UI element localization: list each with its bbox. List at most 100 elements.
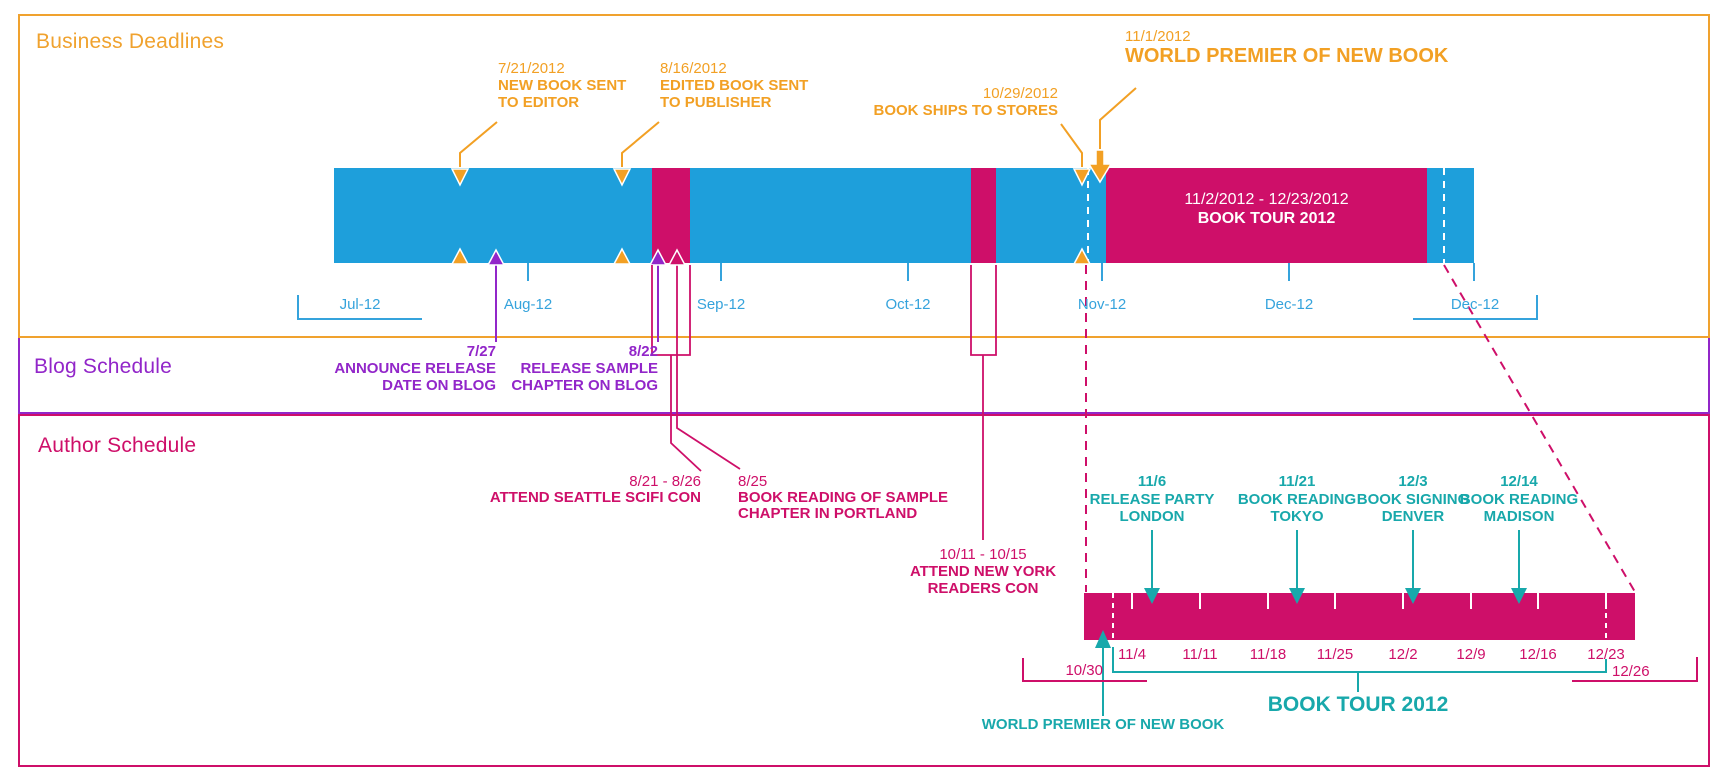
- marker-11-1-arrow[interactable]: [1087, 149, 1113, 184]
- milestone-date: 7/21/2012: [498, 60, 565, 77]
- week-label-11-25: 11/25: [1316, 646, 1354, 663]
- section-blog-schedule: [18, 338, 1710, 414]
- callout-text: ATTEND NEW YORK: [909, 563, 1057, 580]
- expanded-end-label: 12/26: [1612, 663, 1650, 680]
- month-label-dec: Dec-12: [1264, 296, 1314, 313]
- milestone-text: BOOK SHIPS TO STORES: [873, 102, 1058, 119]
- milestone-text: CHAPTER ON BLOG: [511, 377, 658, 394]
- author-callout-lines: [651, 265, 997, 540]
- stem-portland: [676, 265, 741, 470]
- expanded-start-label: 10/30: [1065, 662, 1103, 679]
- week-label-12-2: 12/2: [1388, 646, 1418, 663]
- week-label-12-16: 12/16: [1519, 646, 1557, 663]
- milestone-text: ANNOUNCE RELEASE: [334, 360, 496, 377]
- milestone-text: DATE ON BLOG: [382, 377, 496, 394]
- callout-book-ships-to-stores[interactable]: 10/29/2012 BOOK SHIPS TO STORES: [874, 85, 1058, 119]
- section-author-schedule: [18, 414, 1710, 767]
- month-label-aug: Aug-12: [503, 296, 553, 313]
- callout-ny-readers-con[interactable]: 10/11 - 10/15 ATTEND NEW YORK READERS CO…: [910, 546, 1056, 597]
- month-label-sep: Sep-12: [696, 296, 746, 313]
- milestone-date: 12/14: [1500, 473, 1538, 490]
- marker-12-3[interactable]: [1405, 588, 1421, 604]
- marker-10-29-top[interactable]: [1072, 168, 1092, 187]
- milestone-date: 11/1/2012: [1125, 28, 1191, 45]
- callout-world-premier[interactable]: 11/1/2012 WORLD PREMIER OF NEW BOOK: [1125, 28, 1448, 67]
- milestone-text: EDITED BOOK SENT: [660, 77, 809, 94]
- world-premier-bottom-label: WORLD PREMIER OF NEW BOOK: [981, 716, 1225, 733]
- milestone-text: LONDON: [1119, 508, 1185, 525]
- marker-premier-up-arrow[interactable]: [1095, 630, 1111, 648]
- orange-callout-lines: [459, 87, 1137, 167]
- callout-edited-book-to-publisher[interactable]: 8/16/2012 EDITED BOOK SENT TO PUBLISHER: [660, 60, 808, 111]
- month-label-oct: Oct-12: [885, 296, 931, 313]
- marker-7-27[interactable]: [486, 248, 506, 266]
- callout-release-party-london[interactable]: 11/6 RELEASE PARTY LONDON: [1090, 473, 1215, 526]
- interval-ny-readers-con[interactable]: [971, 168, 996, 263]
- milestone-text: BOOK READING: [1459, 490, 1579, 508]
- interval-name: BOOK TOUR 2012: [1197, 210, 1336, 227]
- callout-seattle-scifi-con[interactable]: 8/21 - 8/26 ATTEND SEATTLE SCIFI CON: [490, 474, 701, 506]
- interval-seattle-scifi-con[interactable]: [652, 168, 690, 263]
- milestone-date: 11/21: [1278, 473, 1316, 490]
- marker-11-6[interactable]: [1144, 588, 1160, 604]
- interval-range: 11/2/2012 - 12/23/2012: [1184, 191, 1349, 208]
- milestone-text: DENVER: [1381, 508, 1445, 525]
- blog-markers[interactable]: [486, 248, 668, 342]
- milestone-text: BOOK READING: [1237, 490, 1357, 508]
- section-title-author: Author Schedule: [38, 434, 197, 457]
- callout-release-sample-chapter[interactable]: 8/22 RELEASE SAMPLE CHAPTER ON BLOG: [511, 343, 658, 394]
- milestone-text: MADISON: [1483, 508, 1555, 525]
- week-label-12-9: 12/9: [1456, 646, 1486, 663]
- section-business-deadlines: [18, 14, 1710, 338]
- callout-book-reading-tokyo[interactable]: 11/21 BOOK READING TOKYO: [1238, 473, 1356, 526]
- callout-book-signing-denver[interactable]: 12/3 BOOK SIGNING DENVER: [1357, 473, 1470, 526]
- interval-book-tour[interactable]: [1106, 168, 1427, 263]
- callout-book-reading-madison[interactable]: 12/14 BOOK READING MADISON: [1460, 473, 1578, 526]
- week-label-12-23: 12/23: [1587, 646, 1625, 663]
- callout-portland-reading[interactable]: 8/25 BOOK READING OF SAMPLE CHAPTER IN P…: [738, 474, 948, 522]
- callout-text: CHAPTER IN PORTLAND: [738, 505, 918, 522]
- week-label-11-11: 11/11: [1182, 646, 1218, 663]
- section-title-blog: Blog Schedule: [34, 355, 173, 378]
- milestone-text: TO EDITOR: [498, 94, 580, 111]
- marker-12-14[interactable]: [1511, 588, 1527, 604]
- orange-bottom-markers: [450, 247, 1092, 265]
- marker-11-21[interactable]: [1289, 588, 1305, 604]
- timeline-end-bracket: [1413, 295, 1538, 320]
- orange-top-markers[interactable]: [450, 149, 1113, 187]
- timeline-end-label: Dec-12: [1450, 296, 1500, 313]
- milestone-text: TO PUBLISHER: [660, 94, 772, 111]
- callout-text: ATTEND SEATTLE SCIFI CON: [489, 489, 701, 506]
- milestone-text: BOOK SIGNING: [1356, 490, 1470, 508]
- week-label-11-4: 11/4: [1117, 646, 1147, 663]
- milestone-text: TOKYO: [1270, 508, 1324, 525]
- marker-8-22[interactable]: [648, 248, 668, 266]
- month-ticks: [527, 263, 1475, 281]
- bracket-ny: [970, 265, 997, 356]
- milestone-text: RELEASE SAMPLE: [520, 360, 658, 377]
- marker-7-21-top[interactable]: [450, 168, 470, 187]
- week-label-11-18: 11/18: [1249, 646, 1287, 663]
- projection-line-right: [1443, 264, 1636, 593]
- expanded-start-bracket: [1022, 658, 1147, 682]
- teal-milestone-arrows[interactable]: [1144, 530, 1527, 604]
- milestone-text: NEW BOOK SENT: [498, 77, 627, 94]
- callout-text: READERS CON: [927, 580, 1039, 597]
- month-label-nov: Nov-12: [1077, 296, 1127, 313]
- marker-8-25[interactable]: [667, 248, 687, 266]
- milestone-date: 8/22: [628, 343, 658, 360]
- expanded-end-bracket: [1572, 657, 1698, 682]
- marker-8-16-top[interactable]: [612, 168, 632, 187]
- callout-date: 10/11 - 10/15: [939, 546, 1027, 563]
- expanded-timeline-bar[interactable]: [1084, 593, 1635, 640]
- milestone-text: RELEASE PARTY: [1089, 490, 1215, 508]
- section-title-business: Business Deadlines: [36, 30, 225, 53]
- callout-announce-release[interactable]: 7/27 ANNOUNCE RELEASE DATE ON BLOG: [334, 343, 496, 394]
- book-tour-title: BOOK TOUR 2012: [1267, 693, 1449, 716]
- milestone-date: 12/3: [1398, 473, 1428, 490]
- timeline-start-bracket: [297, 295, 422, 320]
- callout-new-book-to-editor[interactable]: 7/21/2012 NEW BOOK SENT TO EDITOR: [498, 60, 626, 111]
- callout-date: 8/21 - 8/26: [629, 473, 701, 490]
- book-tour-span-bracket: [1112, 647, 1607, 673]
